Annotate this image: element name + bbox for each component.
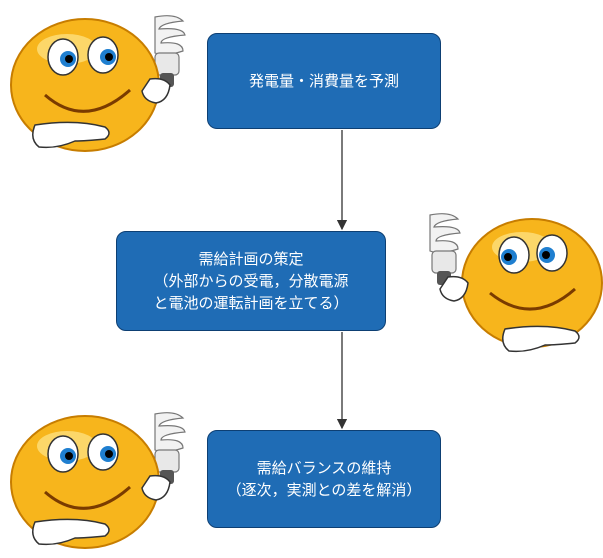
step-2-line-3: と電池の運転計画を立てる） [153,294,349,312]
mascot-smiley-icon [429,213,603,353]
step-1-line-1: 発電量・消費量を予測 [248,72,399,90]
step-planning-box: 需給計画の策定 （外部からの受電，分散電源 と電池の運転計画を立てる） [116,231,386,331]
step-3-line-1: 需給バランスの維持 [256,459,392,477]
step-3-line-2: （逐次，実測との差を解消） [226,481,422,499]
step-forecast-box: 発電量・消費量を予測 [207,33,441,129]
step-2-line-2: （外部からの受電，分散電源 [153,272,349,290]
lightbulb-icon [429,213,461,285]
lightbulb-icon [154,412,186,484]
step-2-line-1: 需給計画の策定 [198,250,304,268]
step-balance-box: 需給バランスの維持 （逐次，実測との差を解消） [207,430,441,528]
lightbulb-icon [154,15,186,87]
mascot-smiley-icon [10,412,186,549]
mascot-smiley-icon [10,15,186,152]
